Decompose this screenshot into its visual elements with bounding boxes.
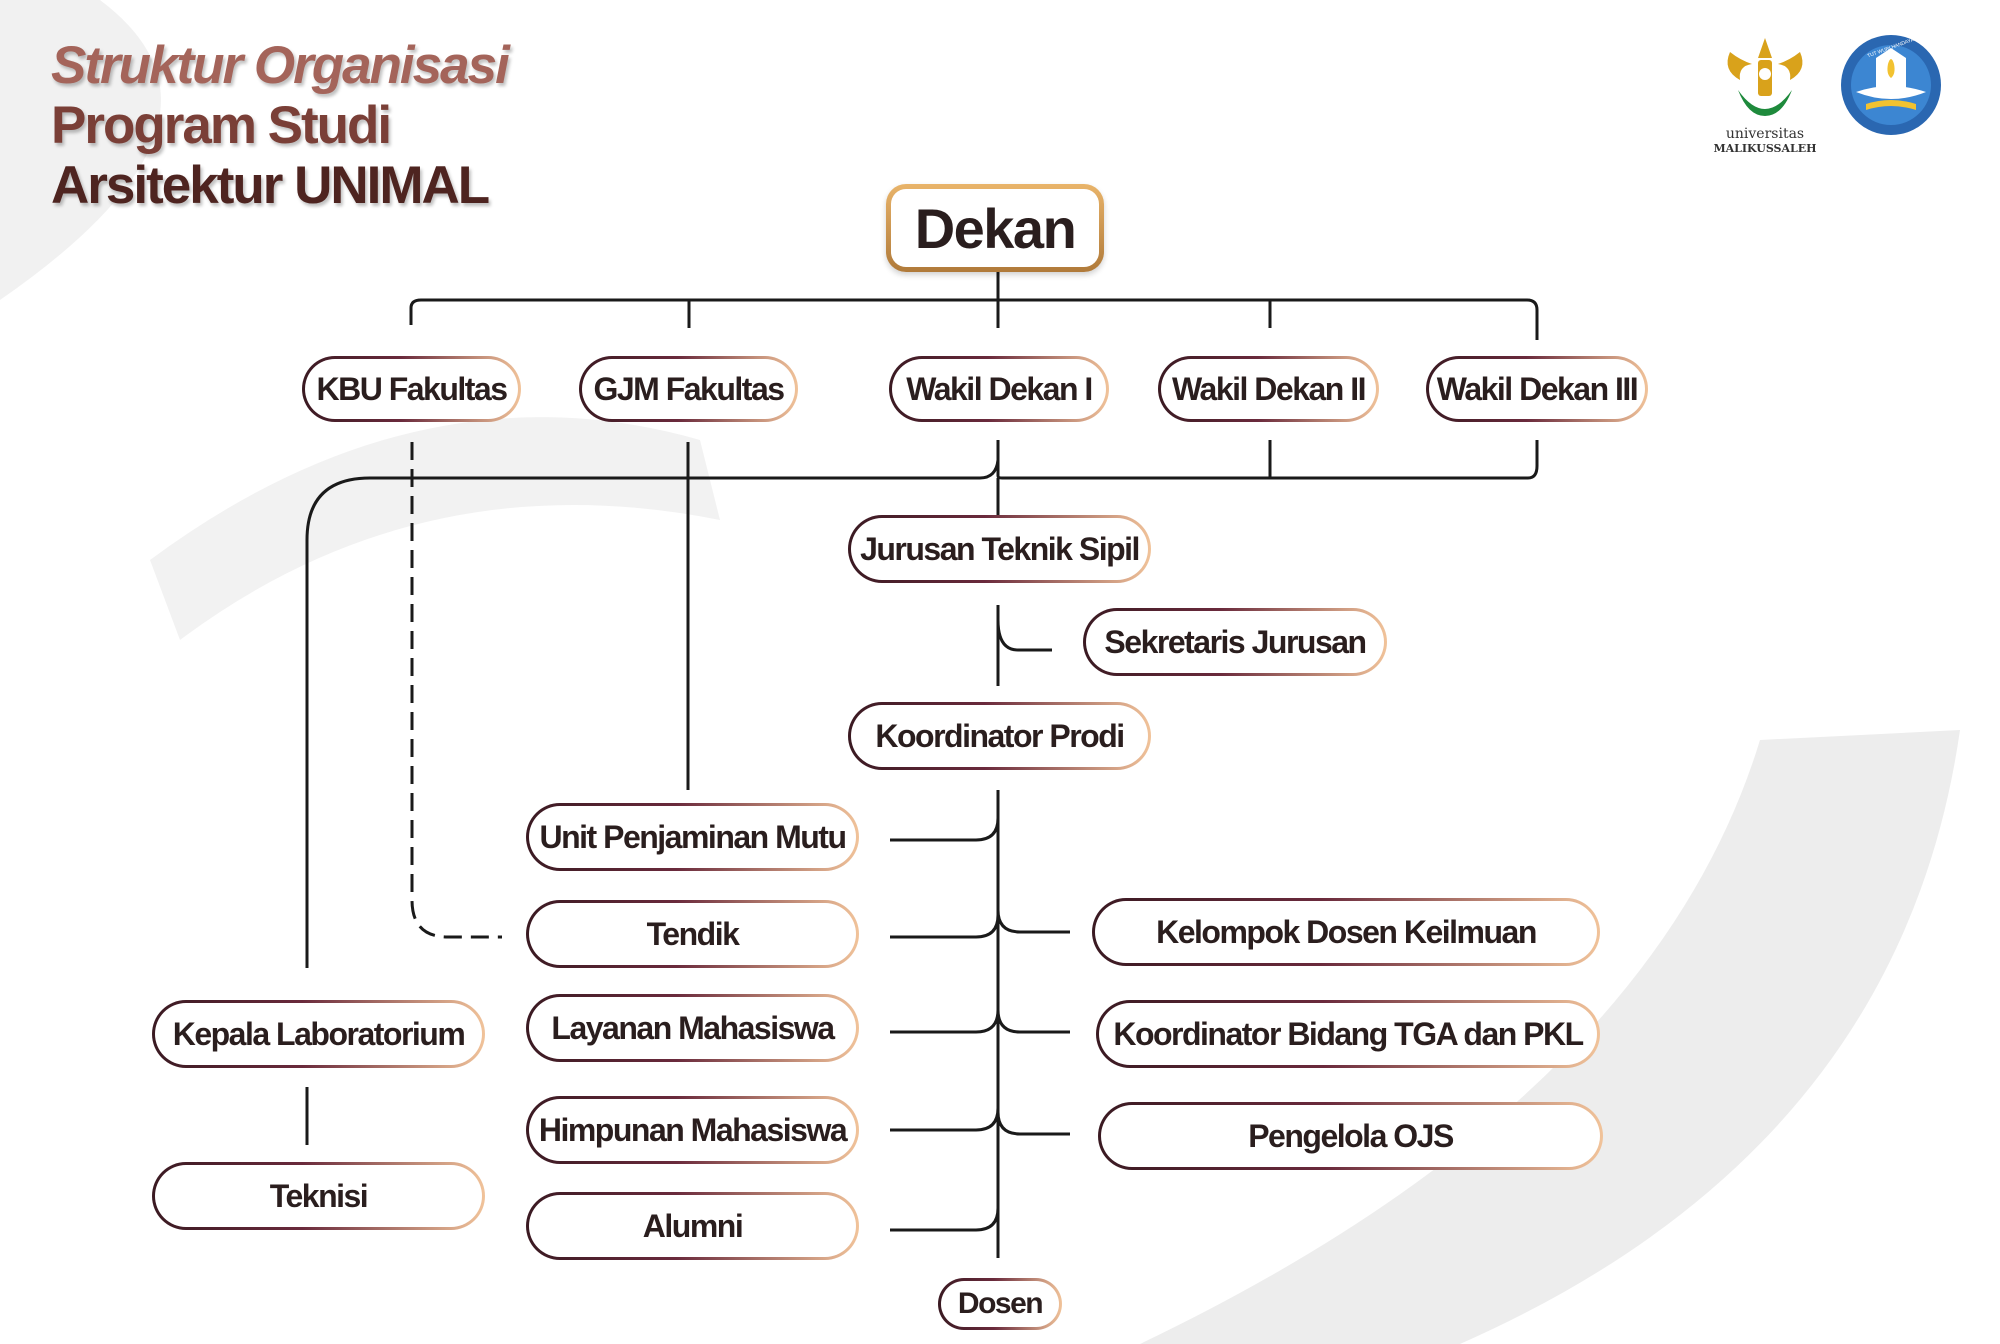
node-wakil-dekan-3: Wakil Dekan III bbox=[1426, 356, 1648, 422]
connector-himpunan bbox=[890, 1107, 1000, 1132]
background-swoosh-top bbox=[0, 0, 161, 300]
title-line-2: Program Studi bbox=[51, 96, 392, 155]
node-sekretaris-jurusan: Sekretaris Jurusan bbox=[1083, 608, 1387, 676]
node-layanan-mahasiswa: Layanan Mahasiswa bbox=[526, 994, 859, 1062]
node-alumni: Alumni bbox=[526, 1192, 859, 1260]
node-pengelola-ojs: Pengelola OJS bbox=[1098, 1102, 1603, 1170]
logos: universitas MALIKUSSALEH TUT WURI HANDAY… bbox=[1700, 30, 1950, 160]
node-kepala-laboratorium: Kepala Laboratorium bbox=[152, 1000, 485, 1068]
connector-tendik bbox=[890, 914, 1000, 939]
title-line-1: Struktur Organisasi bbox=[51, 36, 510, 95]
node-jurusan-teknik-sipil: Jurusan Teknik Sipil bbox=[848, 515, 1151, 583]
connector-alumni bbox=[890, 1207, 1000, 1232]
tut-wuri-handayani-logo: TUT WURI HANDAYANI bbox=[1836, 30, 1946, 140]
connector-wakil-bus bbox=[996, 440, 1539, 480]
title-line-3: Arsitektur UNIMAL bbox=[51, 156, 490, 215]
background-swoosh-bottom bbox=[1140, 730, 1960, 1344]
node-dosen: Dosen bbox=[938, 1278, 1062, 1330]
node-koordinator-tga-pkl: Koordinator Bidang TGA dan PKL bbox=[1096, 1000, 1600, 1068]
connector-layanan bbox=[890, 1009, 1000, 1034]
background-swoosh-mid bbox=[150, 417, 720, 640]
connector-kdk bbox=[996, 909, 1070, 934]
connector-ojs bbox=[996, 1111, 1070, 1136]
unimal-emblem-icon bbox=[1727, 38, 1803, 116]
node-dekan: Dekan bbox=[886, 184, 1104, 272]
node-himpunan-mahasiswa: Himpunan Mahasiswa bbox=[526, 1096, 859, 1164]
node-teknisi: Teknisi bbox=[152, 1162, 485, 1230]
page-title: Struktur Organisasi Program Studi Arsite… bbox=[51, 36, 510, 216]
node-tendik: Tendik bbox=[526, 900, 859, 968]
connector-sekretaris-branch bbox=[996, 619, 1052, 652]
node-koordinator-prodi: Koordinator Prodi bbox=[848, 702, 1151, 770]
tut-wuri-emblem-icon bbox=[1841, 35, 1941, 135]
connector-tga bbox=[996, 1009, 1070, 1034]
node-kelompok-dosen-keilmuan: Kelompok Dosen Keilmuan bbox=[1092, 898, 1600, 966]
unimal-logo-text-1: universitas bbox=[1725, 126, 1805, 142]
connector-lab-branch bbox=[305, 459, 1000, 968]
node-wakil-dekan-1: Wakil Dekan I bbox=[889, 356, 1109, 422]
node-gjm-fakultas: GJM Fakultas bbox=[579, 356, 798, 422]
node-wakil-dekan-2: Wakil Dekan II bbox=[1158, 356, 1379, 422]
unimal-logo-text-2: MALIKUSSALEH bbox=[1713, 142, 1817, 155]
connector-top-bus bbox=[409, 298, 1539, 340]
connector-upm bbox=[890, 817, 1000, 842]
node-kbu-fakultas: KBU Fakultas bbox=[302, 356, 521, 422]
connector-kbu-tendik-dashed bbox=[410, 442, 502, 939]
unimal-logo: universitas MALIKUSSALEH bbox=[1700, 30, 1830, 160]
node-unit-penjaminan-mutu: Unit Penjaminan Mutu bbox=[526, 803, 859, 871]
